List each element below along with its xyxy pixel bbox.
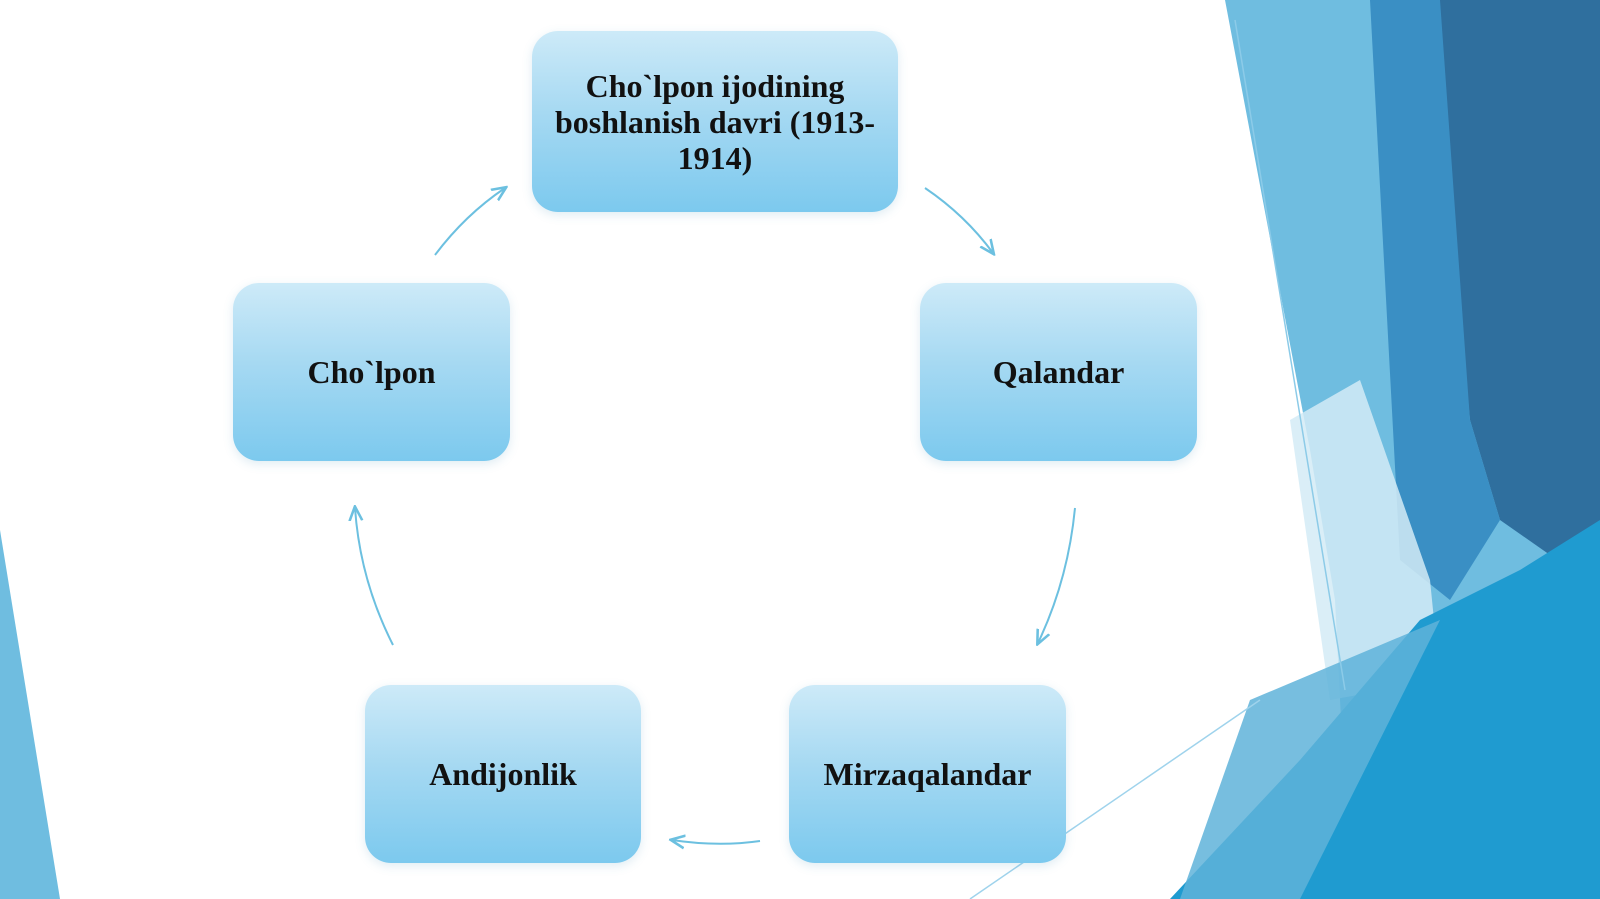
cycle-node-andijonlik: Andijonlik — [365, 685, 641, 863]
cycle-node-cholpon: Cho`lpon — [233, 283, 510, 461]
node-label: Andijonlik — [429, 756, 577, 792]
node-label: Mirzaqalandar — [823, 756, 1032, 792]
decor-line — [1234, 19, 1346, 691]
cycle-node-mirzaqalandar: Mirzaqalandar — [789, 685, 1066, 863]
cycle-node-qalandar: Qalandar — [920, 283, 1197, 461]
decor-left-wedge — [0, 530, 60, 899]
decor-facet-pale — [1290, 380, 1440, 700]
node-label: Cho`lpon ijodining boshlanish davri (191… — [554, 67, 876, 176]
node-label: Cho`lpon — [307, 354, 436, 390]
cycle-node-creative-beginning: Cho`lpon ijodining boshlanish davri (191… — [532, 31, 898, 212]
decor-facet-lower — [1180, 620, 1440, 899]
node-label: Qalandar — [992, 354, 1125, 390]
decor-line — [969, 699, 1261, 899]
decor-facet-mid — [1370, 0, 1500, 600]
decor-facet-dark — [1430, 0, 1600, 590]
